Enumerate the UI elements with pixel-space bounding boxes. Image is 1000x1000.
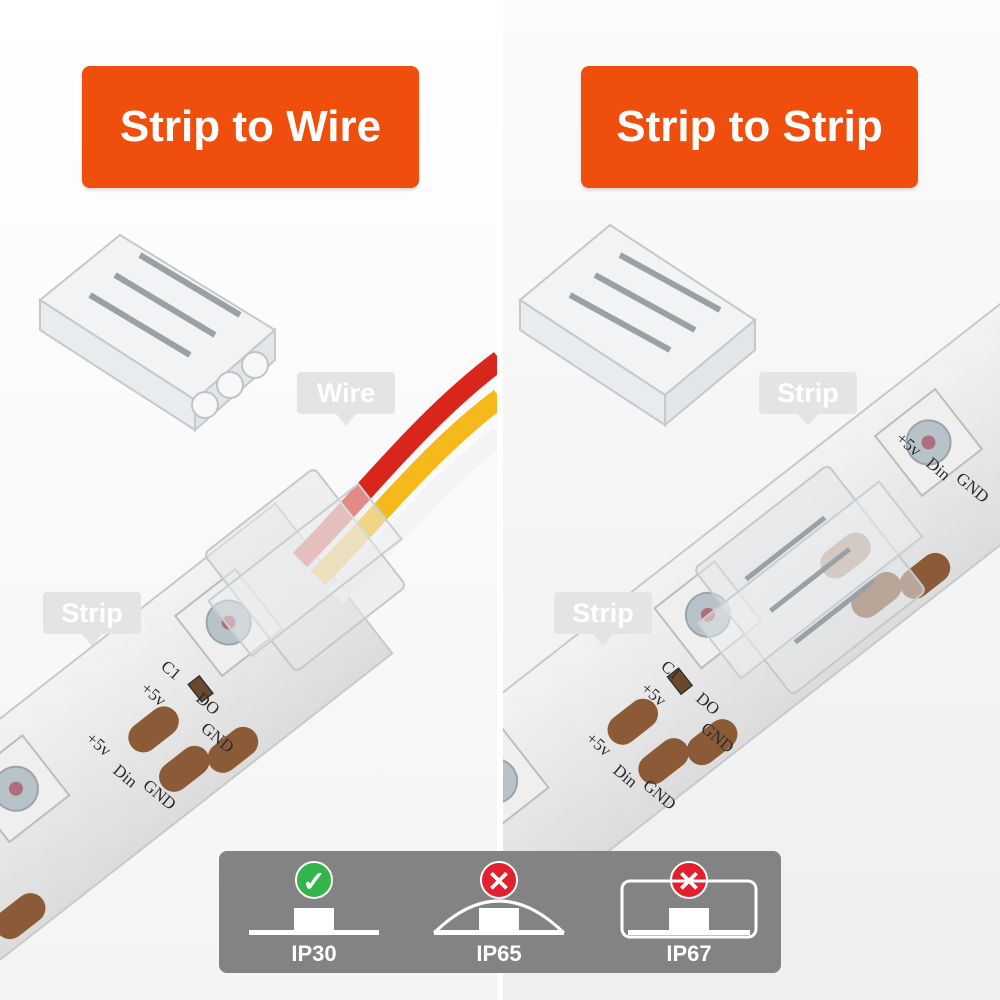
clip-connector-loose xyxy=(38,233,277,433)
clip-connector-mounted xyxy=(205,469,405,671)
strip-to-wire-title: Strip to Wire xyxy=(82,66,419,188)
led-chip xyxy=(0,734,71,844)
cross-icon: ✕ xyxy=(480,861,518,899)
clip-connector-loose xyxy=(518,223,757,428)
strip-callout-top: Strip xyxy=(759,372,857,426)
strip-callout: Strip xyxy=(43,592,141,646)
strip-callout-bottom: Strip xyxy=(554,592,652,646)
resistor xyxy=(666,667,694,696)
wire-callout: Wire xyxy=(297,372,395,426)
led-chip xyxy=(873,387,984,498)
check-icon: ✓ xyxy=(295,861,333,899)
ip67-label: IP67 xyxy=(666,941,712,966)
ip-rating-ip67: ✕ IP67 xyxy=(614,851,764,973)
surface-mount-icon xyxy=(249,908,379,935)
strip-to-wire-illustration: +5v DO C1 GND +5v Din GND xyxy=(0,233,500,975)
led-chip xyxy=(500,726,550,836)
strip-to-wire-panel: +5v DO C1 GND +5v Din GND Strip to Wire … xyxy=(0,0,500,1000)
coated-strip-icon xyxy=(432,899,566,935)
ip65-label: IP65 xyxy=(476,941,522,966)
strip-to-strip-panel: +5v DO C1 GND +5v Din GND +5v Din GND St… xyxy=(500,0,1000,1000)
ip30-label: IP30 xyxy=(291,941,337,966)
ip-rating-ip30: ✓ IP30 xyxy=(239,851,389,973)
resistor xyxy=(187,674,214,703)
ip-rating-bar: ✓ IP30 ✕ IP65 ✕ IP67 xyxy=(219,851,781,973)
sleeved-strip-icon xyxy=(620,879,758,939)
panel-divider xyxy=(497,0,503,1000)
clip-connector-mounted xyxy=(695,466,925,694)
strip-to-strip-title: Strip to Strip xyxy=(581,66,918,188)
ip-rating-ip65: ✕ IP65 xyxy=(424,851,574,973)
solder-pads xyxy=(0,706,259,940)
strip-to-strip-illustration: +5v DO C1 GND +5v Din GND +5v Din GND xyxy=(500,223,1000,968)
